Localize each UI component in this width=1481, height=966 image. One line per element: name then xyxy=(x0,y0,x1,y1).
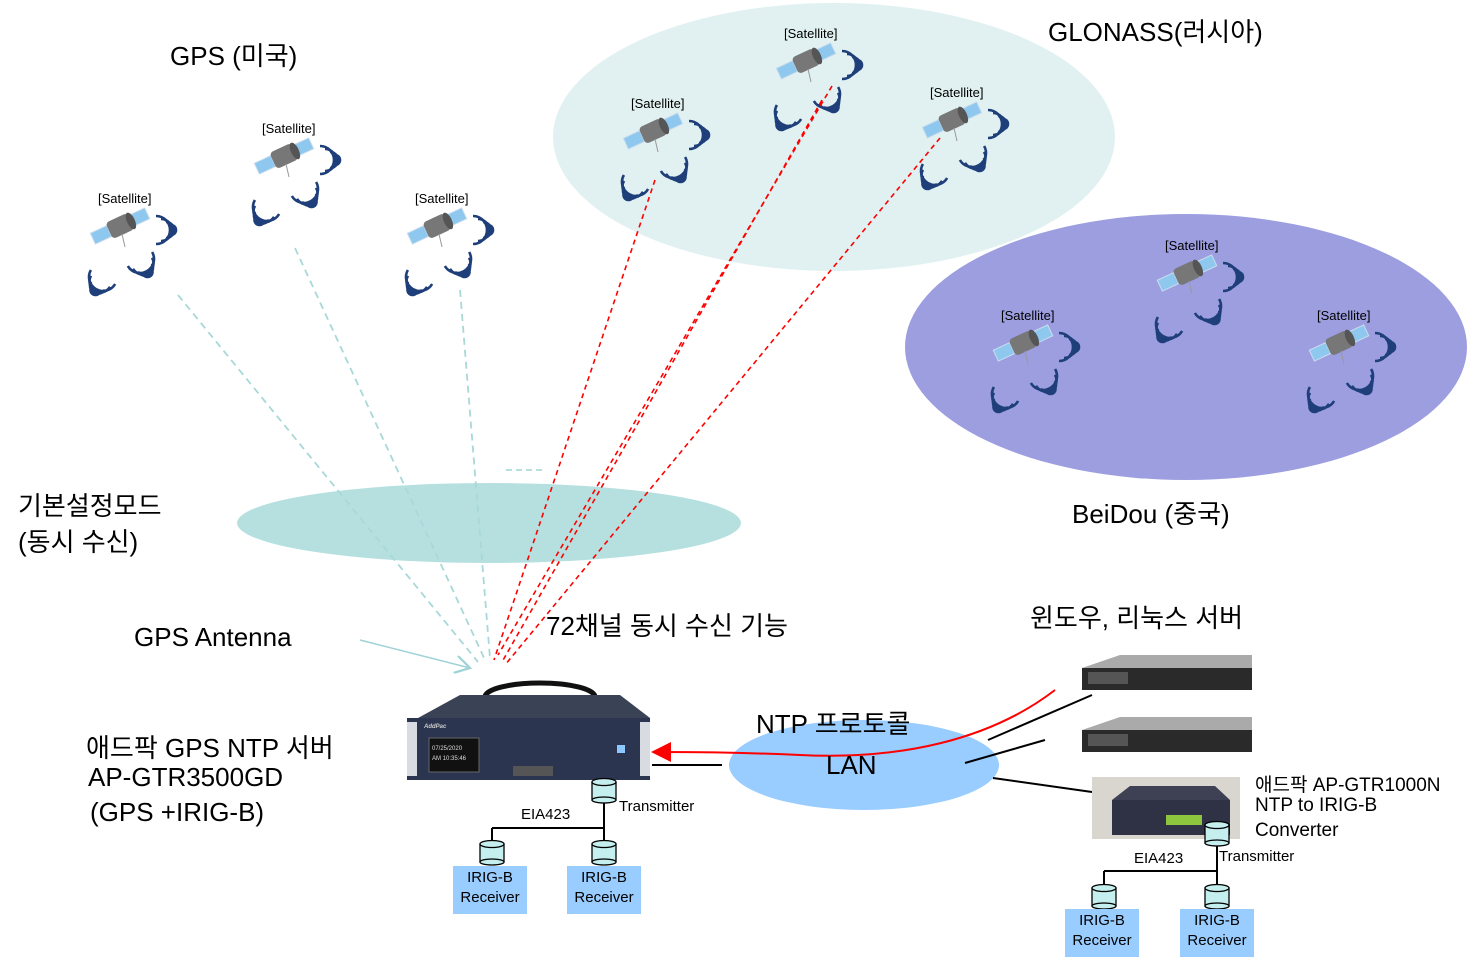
converter-name: 애드팍 AP-GTR1000N xyxy=(1255,775,1441,796)
converter-desc: Converter xyxy=(1255,820,1339,841)
irig-bus-right xyxy=(1103,845,1218,884)
beidou-zone xyxy=(905,214,1467,480)
receiver-label: Receiver xyxy=(460,889,520,906)
transmitter-label-right: Transmitter xyxy=(1219,848,1295,865)
beidou-group-title: BeiDou (중국) xyxy=(1072,499,1230,529)
device-brand: AddPac xyxy=(424,724,447,730)
line-driver-icon xyxy=(479,839,505,866)
ntp-protocol-label: NTP 프로토콜 xyxy=(756,709,911,739)
gps-ntp-server-device xyxy=(407,680,650,780)
antenna-mode-line1: 기본설정모드 xyxy=(18,491,162,521)
receiver-label: Receiver xyxy=(574,889,634,906)
satellite-icon xyxy=(79,207,178,303)
gps-server-model: AP-GTR3500GD xyxy=(88,762,284,792)
gps-signal-lines xyxy=(177,247,491,663)
satellite-label: [Satellite] xyxy=(1001,308,1055,323)
antenna-mode-line2: (동시 수신) xyxy=(18,527,139,557)
glonass-zone xyxy=(553,3,1115,271)
satellite-icon xyxy=(1298,324,1397,420)
receiver-label: IRIG-B xyxy=(467,869,513,886)
converter-model: NTP to IRIG-B xyxy=(1255,795,1378,816)
receiver-label: IRIG-B xyxy=(581,869,627,886)
irig-b-receiver: IRIG-B Receiver xyxy=(567,866,641,914)
line-driver-icon xyxy=(1091,883,1117,910)
satellite-icon xyxy=(982,324,1081,420)
converter-device xyxy=(1092,777,1240,839)
satellite-label: [Satellite] xyxy=(631,96,685,111)
gps-antenna-label: GPS Antenna xyxy=(134,622,292,652)
receiver-label: IRIG-B xyxy=(1079,912,1125,929)
satellite-icon xyxy=(1146,254,1245,350)
satellites xyxy=(79,42,1397,420)
receiver-label: Receiver xyxy=(1072,932,1132,949)
satellite-icon xyxy=(765,42,864,138)
irig-b-receiver: IRIG-B Receiver xyxy=(453,866,527,914)
channels-label: 72채널 동시 수신 기능 xyxy=(546,611,788,641)
antenna-reception-zone xyxy=(237,483,741,563)
receiver-label: IRIG-B xyxy=(1194,912,1240,929)
gps-server-features: (GPS +IRIG-B) xyxy=(90,797,265,827)
antenna-pointer-arrow xyxy=(359,639,470,668)
line-driver-icon xyxy=(1204,820,1230,847)
irig-b-receiver: IRIG-B Receiver xyxy=(1180,909,1254,957)
satellite-label: [Satellite] xyxy=(1165,238,1219,253)
lan-cloud xyxy=(729,720,999,810)
satellite-label: [Satellite] xyxy=(415,191,469,206)
multi-gnss-signal-lines xyxy=(493,85,941,666)
irig-bus-left xyxy=(491,800,605,842)
satellite-label: [Satellite] xyxy=(930,85,984,100)
satellite-label: [Satellite] xyxy=(1317,308,1371,323)
line-driver-icon xyxy=(591,777,617,804)
line-driver-icon xyxy=(1204,883,1230,910)
satellite-icon xyxy=(911,101,1010,197)
eia423-label-left: EIA423 xyxy=(521,806,571,823)
device-screen-time: AM 10:35:46 xyxy=(432,756,467,762)
rack-servers xyxy=(1082,655,1252,752)
ntp-sync-arrow xyxy=(651,689,1056,763)
servers-label: 윈도우, 리눅스 서버 xyxy=(1030,603,1244,633)
gps-group-title: GPS (미국) xyxy=(170,41,298,71)
satellite-icon xyxy=(396,207,495,303)
eia423-label-right: EIA423 xyxy=(1134,850,1184,867)
satellite-label: [Satellite] xyxy=(784,26,838,41)
line-driver-icon xyxy=(591,839,617,866)
receiver-label: Receiver xyxy=(1187,932,1247,949)
glonass-group-title: GLONASS(러시아) xyxy=(1048,17,1263,47)
satellite-icon xyxy=(243,137,342,233)
satellite-label: [Satellite] xyxy=(262,121,316,136)
irig-b-receiver: IRIG-B Receiver xyxy=(1065,909,1139,957)
satellite-icon xyxy=(612,112,711,208)
satellite-label: [Satellite] xyxy=(98,191,152,206)
transmitter-label-left: Transmitter xyxy=(619,798,695,815)
gps-server-name: 애드팍 GPS NTP 서버 xyxy=(86,733,334,763)
device-screen-date: 07/25/2020 xyxy=(432,746,463,752)
network-links xyxy=(652,694,1093,793)
lan-label: LAN xyxy=(826,750,877,780)
